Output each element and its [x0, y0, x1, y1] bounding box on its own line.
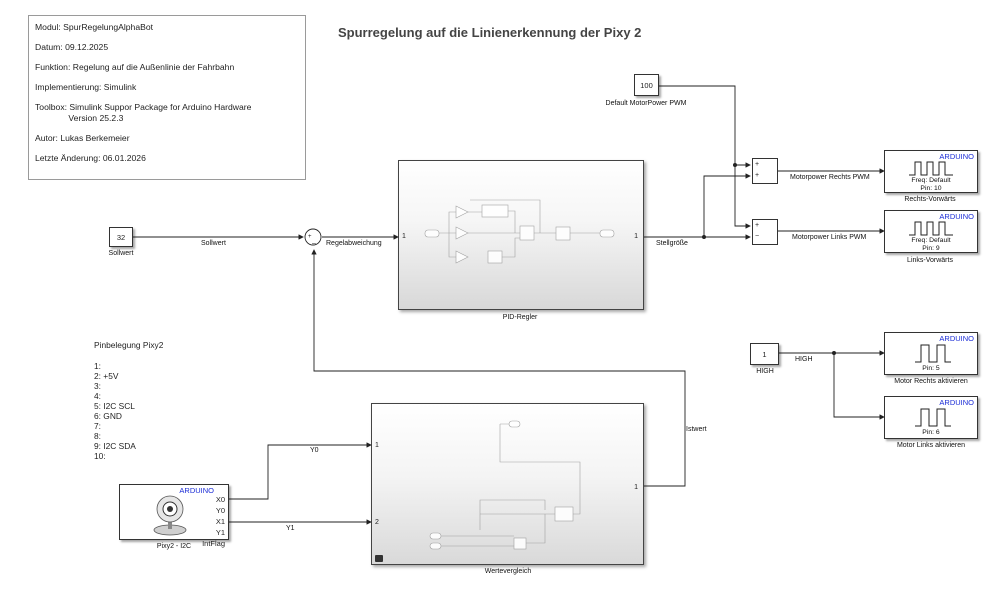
- info-autor: Autor: Lukas Berkemeier: [35, 133, 130, 143]
- arduino-rechts-tag: ARDUINO: [939, 152, 974, 161]
- pinbelegung-list: 1: 2: +5V 3: 4: 5: I2C SCL 6: GND 7: 8: …: [94, 361, 136, 461]
- pixy-port-x0: X0: [215, 495, 225, 504]
- signal-label-motor-rechts: Motorpower Rechts PWM: [790, 174, 870, 181]
- sum-links-block[interactable]: + −: [752, 219, 778, 245]
- line-istwert: [311, 249, 686, 487]
- sum-rechts-sign1: +: [755, 161, 760, 168]
- svg-text:+: +: [308, 234, 312, 240]
- signal-label-high: HIGH: [795, 356, 813, 363]
- digital-pulse-icon: [915, 408, 951, 427]
- info-datum: Datum: 09.12.2025: [35, 42, 109, 52]
- sum-rechts-sign2: +: [755, 172, 760, 179]
- camera-icon: [153, 495, 187, 536]
- arduino-digital-rechts[interactable]: ARDUINO Pin: 5: [884, 332, 978, 375]
- pin-line: 1:: [94, 361, 101, 371]
- digital-pulse-icon: [915, 344, 951, 363]
- signal-label-stellgroesse: Stellgröße: [656, 240, 688, 247]
- pin-line: 10:: [94, 451, 106, 461]
- sollwert-block-label: Sollwert: [108, 250, 134, 257]
- arduino-m-links-pin: Pin: 6: [922, 429, 940, 436]
- pixy-port-y1: Y1: [215, 528, 225, 537]
- pid-internal-preview: [424, 199, 615, 264]
- pwm-wave-icon: [909, 161, 953, 176]
- arduino-digital-links[interactable]: ARDUINO Pin: 6: [884, 396, 978, 439]
- pin-line: 2: +5V: [94, 371, 119, 381]
- arduino-rechts-pin: Pin: 10: [920, 185, 942, 192]
- arduino-rechts-freq: Freq: Default: [911, 177, 951, 184]
- high-constant-block[interactable]: 1: [750, 343, 779, 365]
- arduino-links-freq: Freq: Default: [911, 237, 951, 244]
- high-value: 1: [762, 350, 767, 359]
- pwm-wave-icon: [909, 221, 953, 236]
- pixy-port-x1: X1: [215, 517, 225, 526]
- info-aenderung: Letzte Änderung: 06.01.2026: [35, 153, 146, 163]
- motor-links-aktivieren-label: Motor Links aktivieren: [896, 442, 966, 449]
- pin-line: 6: GND: [94, 411, 122, 421]
- pixy2-label: Pixy2 - I2C: [156, 543, 192, 550]
- wertevergleich-internal-preview: [429, 420, 581, 550]
- pin-line: 3:: [94, 381, 101, 391]
- signal-label-motor-links: Motorpower Links PWM: [792, 234, 867, 241]
- pin-line: 9: I2C SDA: [94, 441, 136, 451]
- arduino-m-rechts-tag: ARDUINO: [939, 334, 974, 343]
- signal-label-y0: Y0: [310, 447, 319, 454]
- line-y0: [229, 442, 372, 500]
- diagram-title: Spurregelung auf die Linienerkennung der…: [338, 25, 642, 40]
- svg-text:–: –: [312, 240, 316, 247]
- pixy-port-y0: Y0: [215, 506, 225, 515]
- pixy-port-intflag: IntFlag: [202, 539, 225, 548]
- pixy2-i2c-block[interactable]: ARDUINO X0 Y0 X1 Y1 IntFlag: [119, 484, 229, 548]
- arduino-pwm-rechts[interactable]: ARDUINO Freq: Default Pin: 10: [884, 150, 978, 193]
- info-funktion: Funktion: Regelung auf die Außenlinie de…: [35, 62, 235, 72]
- arduino-m-rechts-pin: Pin: 5: [922, 365, 940, 372]
- sum-regelabweichung: [304, 228, 322, 246]
- pixy-arduino-tag: ARDUINO: [179, 486, 214, 495]
- motorpower-value: 100: [640, 81, 653, 90]
- links-vorwaerts-label: Links-Vorwärts: [907, 257, 953, 264]
- pinbelegung-title: Pinbelegung Pixy2: [94, 340, 164, 350]
- pin-line: 5: I2C SCL: [94, 401, 135, 411]
- pin-line: 7:: [94, 421, 101, 431]
- signal-label-istwert: Istwert: [686, 426, 707, 433]
- signal-label-y1: Y1: [286, 525, 295, 532]
- sum-links-sign1: +: [755, 222, 760, 229]
- sollwert-constant-block[interactable]: 32: [109, 227, 133, 247]
- wertevergleich-label: Wertevergleich: [484, 568, 532, 575]
- sum-rechts-block[interactable]: + +: [752, 158, 778, 184]
- pid-regler-label: PID-Regler: [502, 314, 538, 321]
- model-info-box: Modul: SpurRegelungAlphaBot Datum: 09.12…: [28, 15, 306, 180]
- sollwert-value: 32: [116, 233, 126, 242]
- line-motorpower: [659, 85, 751, 168]
- info-toolbox: Toolbox: Simulink Suppor Package for Ard…: [35, 102, 252, 123]
- arduino-pwm-links[interactable]: ARDUINO Freq: Default Pin: 9: [884, 210, 978, 253]
- arduino-m-links-tag: ARDUINO: [939, 398, 974, 407]
- pin-line: 8:: [94, 431, 101, 441]
- signal-label-regelabweichung: Regelabweichung: [326, 240, 382, 247]
- motorpower-block-label: Default MotorPower PWM: [605, 100, 687, 107]
- pin-line: 4:: [94, 391, 101, 401]
- motorpower-constant-block[interactable]: 100: [634, 74, 659, 96]
- arduino-links-tag: ARDUINO: [939, 212, 974, 221]
- sum-links-sign2: −: [755, 233, 760, 240]
- high-block-label: HIGH: [756, 368, 774, 375]
- rechts-vorwaerts-label: Rechts-Vorwärts: [904, 196, 956, 203]
- info-implementierung: Implementierung: Simulink: [35, 82, 137, 92]
- signal-label-sollwert: Sollwert: [201, 240, 226, 247]
- arduino-links-pin: Pin: 9: [922, 245, 940, 252]
- info-modul: Modul: SpurRegelungAlphaBot: [35, 22, 154, 32]
- motor-rechts-aktivieren-label: Motor Rechts aktivieren: [894, 378, 968, 385]
